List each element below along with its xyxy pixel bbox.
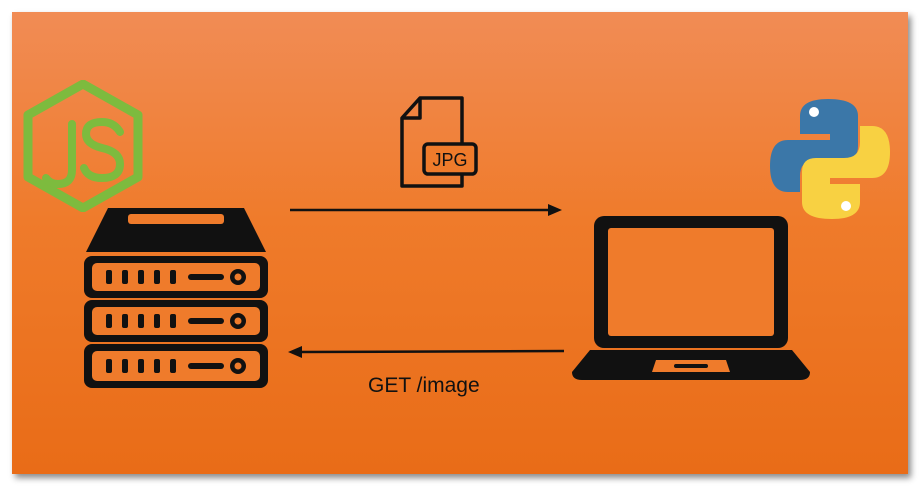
arrow-left-icon bbox=[288, 346, 565, 358]
jpg-file-icon: JPG bbox=[400, 96, 478, 188]
server-rack-icon bbox=[84, 208, 268, 388]
python-logo-icon bbox=[770, 99, 890, 219]
jpg-badge-text: JPG bbox=[432, 150, 467, 170]
laptop-icon bbox=[572, 216, 810, 380]
arrow-right-icon bbox=[290, 204, 562, 216]
nodejs-logo-icon bbox=[23, 80, 143, 212]
request-label: GET /image bbox=[368, 374, 480, 397]
